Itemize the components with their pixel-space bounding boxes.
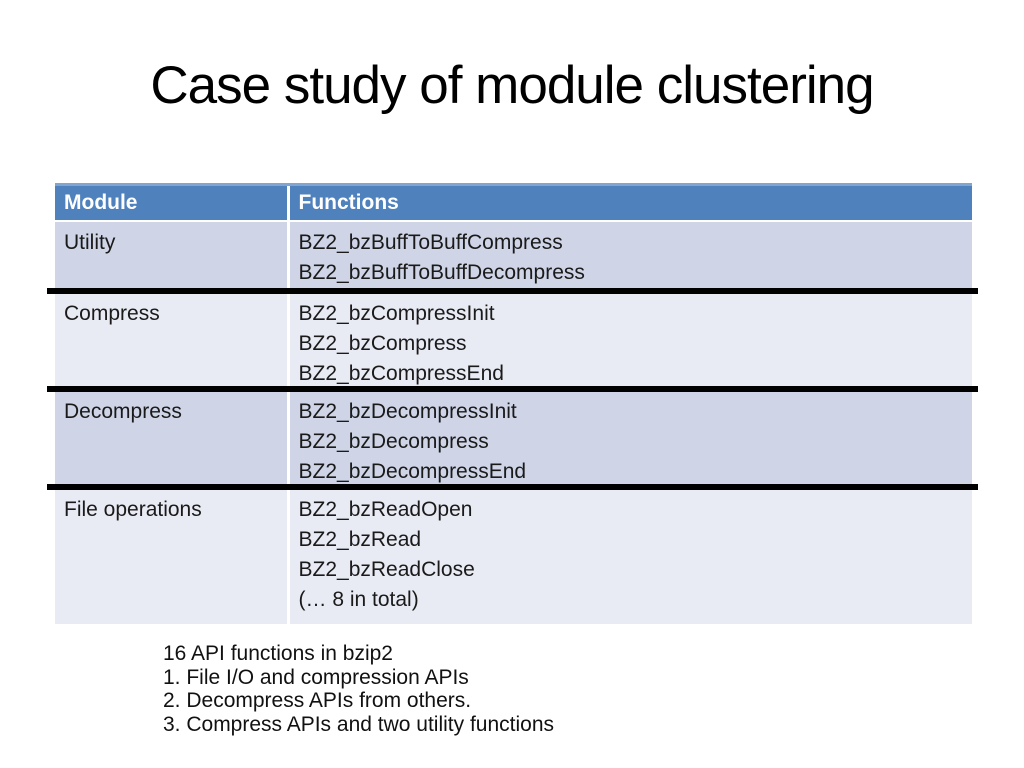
function-line: BZ2_bzCompressInit [298, 302, 495, 325]
note-line: 16 API functions in bzip2 [163, 642, 393, 665]
function-line: BZ2_bzBuffToBuffDecompress [298, 261, 585, 284]
function-line: BZ2_bzDecompressEnd [298, 460, 527, 483]
module-cell: Compress [55, 291, 288, 390]
slide-title: Case study of module clustering [150, 56, 874, 115]
module-cell: File operations [55, 487, 288, 624]
note-line: 2. Decompress APIs from others. [163, 689, 472, 712]
module-cell: Decompress [55, 389, 288, 488]
function-line: BZ2_bzBuffToBuffCompress [298, 231, 563, 254]
function-line: BZ2_bzCompressEnd [298, 362, 504, 385]
function-line: BZ2_bzCompress [298, 332, 467, 355]
section-divider-line [47, 484, 978, 490]
module-functions-table: Module Functions Utility BZ2_bzBuffToBuf… [47, 183, 978, 624]
section-divider-line [47, 288, 978, 294]
note-line: 1. File I/O and compression APIs [163, 665, 469, 689]
table-header-row: Module Functions [55, 183, 972, 221]
function-line: BZ2_bzDecompress [298, 430, 489, 453]
function-line: BZ2_bzReadClose [298, 558, 475, 581]
column-header-module: Module [55, 183, 288, 221]
function-line: BZ2_bzDecompressInit [298, 400, 517, 423]
table: Module Functions Utility BZ2_bzBuffToBuf… [55, 183, 972, 624]
function-line: BZ2_bzRead [298, 528, 422, 551]
function-line: (… 8 in total) [298, 588, 419, 611]
module-cell: Utility [55, 220, 288, 292]
column-header-functions: Functions [286, 183, 972, 221]
note-line: 3. Compress APIs and two utility functio… [163, 712, 555, 736]
section-divider-line [47, 386, 978, 392]
function-line: BZ2_bzReadOpen [298, 498, 473, 521]
